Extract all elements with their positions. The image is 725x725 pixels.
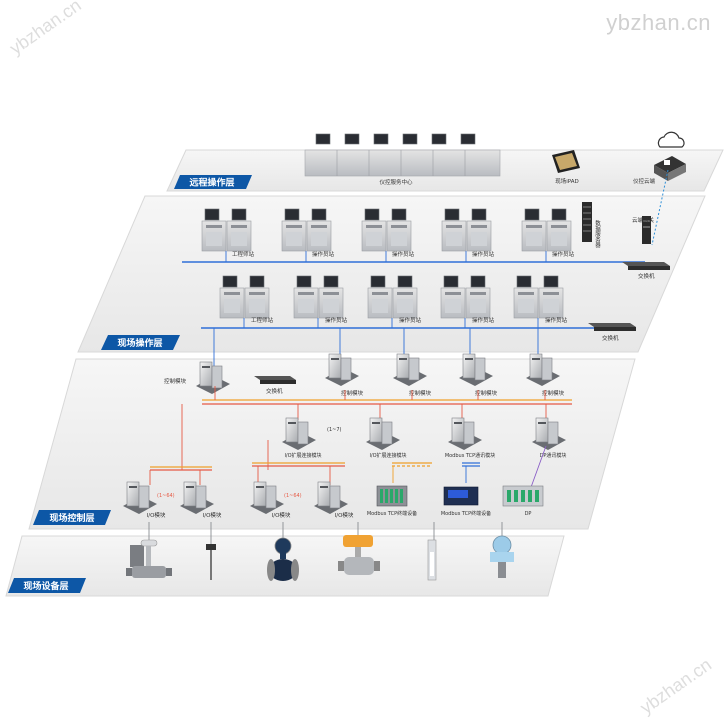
io-range-left: (1~64) (157, 493, 175, 499)
station-row1-label-4: 操作员站 (472, 250, 495, 258)
svg-text:远程操作层: 远程操作层 (189, 177, 234, 189)
control-switch-icon (254, 376, 296, 384)
layer-tag-site-operation: 现场操作层 (101, 335, 180, 350)
cloud-label: 仪控云端 (633, 177, 656, 185)
watermark-top: ybzhan.cn (606, 10, 711, 35)
svg-text:现场设备层: 现场设备层 (23, 580, 68, 592)
switch-1-label: 交换机 (638, 272, 655, 280)
cloud-icon (657, 131, 685, 148)
io-module-label-1: I/O模块 (147, 511, 166, 519)
station-row1-label-5: 操作员站 (552, 250, 575, 258)
mid-module-label-2: I/O扩展连接模块 (369, 452, 406, 459)
cloud-dashed-link (651, 169, 669, 246)
layer-tag-site-control: 现场控制层 (33, 510, 111, 525)
modbus-terminal-device-2-icon (443, 486, 479, 506)
ipad-label: 现场iPAD (555, 177, 579, 185)
station-row2-label-2: 操作员站 (325, 316, 348, 324)
terminal-device-label-1: Modbus TCP终端设备 (367, 510, 417, 517)
switch-1-icon (622, 262, 670, 270)
station-row1-label-1: 工程师站 (232, 250, 255, 258)
station-row2-label-4: 操作员站 (472, 316, 495, 324)
station-row2-label-1: 工程师站 (251, 316, 274, 324)
control-module-label-4: 控制模块 (542, 389, 565, 397)
io-module-label-4: I/O模块 (335, 511, 354, 519)
mid-module-label-4: DP通讯模块 (540, 452, 567, 459)
ipad-icon (552, 150, 580, 173)
site-control-layer-panel (28, 358, 636, 530)
control-module-label-1: 控制模块 (341, 389, 364, 397)
station-row2-label-5: 操作员站 (545, 316, 568, 324)
dp-device-icon (502, 485, 544, 507)
pressure-transmitter-icon (490, 535, 514, 578)
control-module-label-2: 控制模块 (409, 389, 432, 397)
terminal-device-label-2: Modbus TCP终端设备 (441, 510, 491, 517)
control-switch-label: 交换机 (266, 387, 283, 395)
control-module-main-label: 控制模块 (164, 377, 187, 385)
mid-module-label-3: Modbus TCP通讯模块 (445, 452, 495, 459)
svg-text:现场控制层: 现场控制层 (49, 512, 94, 524)
switch-2-icon (588, 323, 636, 331)
control-module-label-3: 控制模块 (475, 389, 498, 397)
gateway-label: 云端网关 (632, 216, 655, 224)
data-server-icon (582, 202, 592, 242)
io-module-label-2: I/O模块 (203, 511, 222, 519)
station-row1-label-3: 操作员站 (392, 250, 415, 258)
mid-module-label-1: I/O扩展连接模块 (284, 452, 321, 459)
control-valve-icon (126, 539, 172, 578)
modbus-terminal-device-1-icon (376, 485, 408, 507)
cloud-gateway-device-icon (654, 156, 686, 181)
station-row1-label-2: 操作员站 (312, 250, 335, 258)
layer-tag-site-device: 现场设备层 (8, 578, 86, 593)
switch-2-label: 交换机 (602, 334, 619, 342)
io-range-right: (1~64) (284, 493, 302, 499)
layer-tag-remote: 远程操作层 (174, 175, 252, 189)
station-row2-label-3: 操作员站 (399, 316, 422, 324)
thermocouple-icon (206, 544, 216, 580)
io-module-label-3: I/O模块 (272, 511, 291, 519)
level-gauge-icon (427, 539, 437, 581)
gateway-icon (642, 216, 651, 244)
instrument-service-center (304, 133, 501, 177)
actuator-ball-valve-icon (338, 535, 380, 575)
data-server-label: 数据服务器 (594, 219, 601, 249)
io-expansion-range: (1~7) (327, 427, 342, 433)
svg-text:现场操作层: 现场操作层 (117, 337, 162, 349)
dp-device-label: DP (525, 511, 532, 517)
service-center-label: 仪控服务中心 (379, 178, 413, 186)
flowmeter-icon (267, 537, 299, 581)
